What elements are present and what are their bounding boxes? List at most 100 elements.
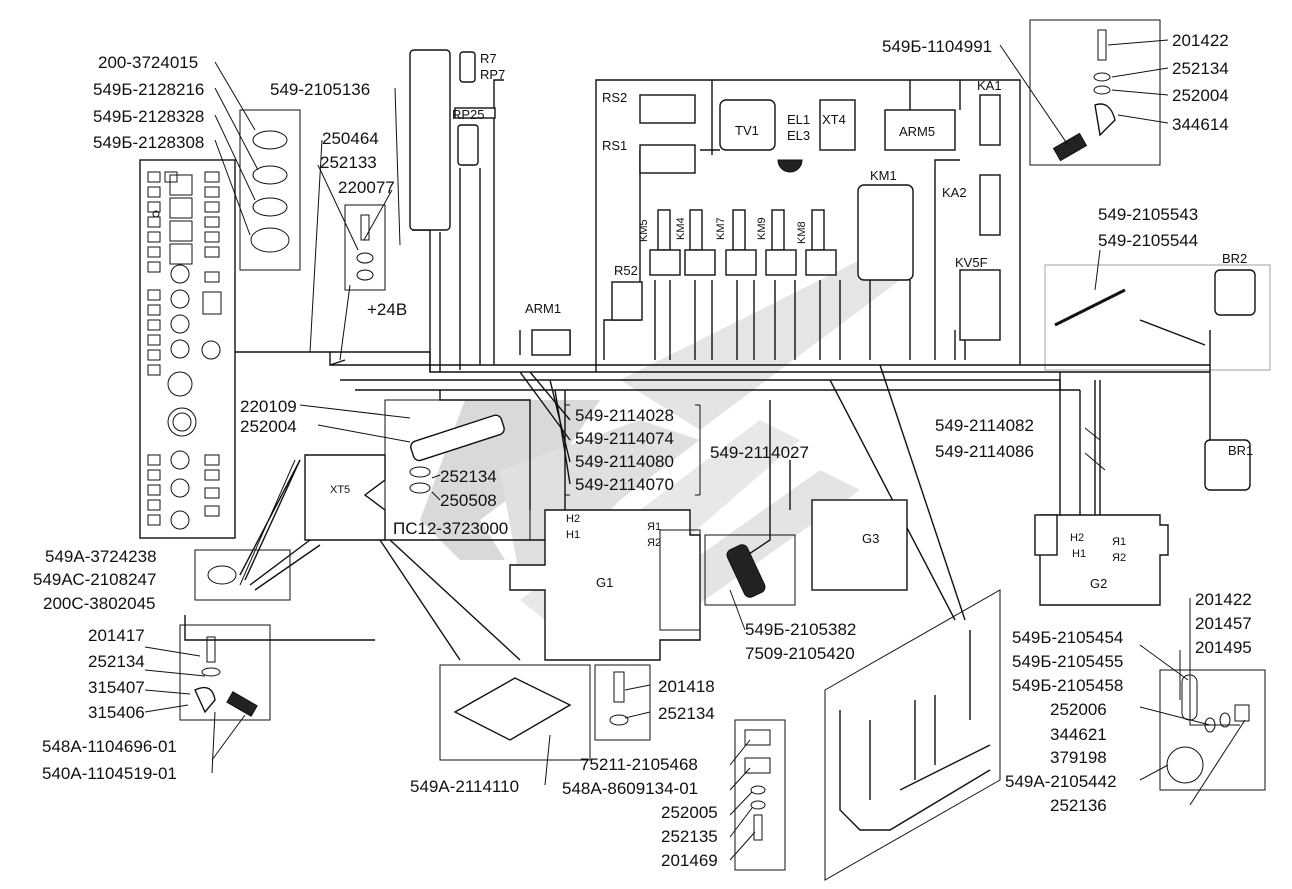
mounting-frame: [824, 589, 1001, 881]
label-g2-ya1: Я1: [1112, 536, 1126, 548]
label-g1: G1: [596, 575, 613, 590]
label-75211-2105468: 75211-2105468: [580, 755, 698, 774]
label-250464: 250464: [322, 129, 379, 148]
label-rs1: RS1: [602, 138, 627, 153]
label-br1: BR1: [1228, 443, 1253, 458]
label-201422-top: 201422: [1172, 31, 1229, 50]
label-549a-2105442: 549А-2105442: [1005, 772, 1117, 791]
label-g3: G3: [862, 531, 879, 546]
label-g1-h2: H2: [566, 513, 580, 525]
label-201418: 201418: [658, 677, 715, 696]
label-252004-right: 252004: [1172, 86, 1229, 105]
label-549-2105543: 549-2105543: [1098, 205, 1198, 224]
label-201422-bottom: 201422: [1195, 590, 1252, 609]
label-540a-1104519-01: 540А-1104519-01: [42, 764, 177, 783]
label-549-2114074: 549-2114074: [575, 429, 674, 448]
label-r52: R52: [614, 263, 638, 278]
label-252135: 252135: [661, 827, 718, 846]
label-549a-3724238: 549А-3724238: [45, 547, 157, 566]
label-220109: 220109: [240, 397, 297, 416]
label-km7: KM7: [715, 217, 727, 240]
label-252134-center: 252134: [658, 704, 715, 723]
label-252004-left: 252004: [240, 417, 297, 436]
label-km4: KM4: [675, 217, 687, 240]
label-379198: 379198: [1050, 748, 1107, 767]
label-252134-right: 252134: [1172, 59, 1229, 78]
label-201457: 201457: [1195, 614, 1252, 633]
detail-box-washer: [194, 549, 291, 601]
label-548a-1104696-01: 548А-1104696-01: [42, 737, 177, 756]
label-plus-24v: +24В: [367, 300, 407, 319]
detail-box-cover: [439, 664, 591, 761]
label-252134-clip: 252134: [88, 652, 145, 671]
label-kv5f: KV5F: [955, 255, 988, 270]
detail-box-gaskets: [239, 109, 301, 271]
label-549-2114070: 549-2114070: [575, 475, 674, 494]
label-7509-2105420: 7509-2105420: [745, 644, 855, 663]
label-xt4: XT4: [822, 112, 846, 127]
generator-g3: [811, 499, 908, 591]
label-ps12-3723000: ПС12-3723000: [393, 519, 508, 538]
sensors-br: [1054, 269, 1256, 491]
label-rp25: RP25: [452, 107, 485, 122]
label-548a-8609134-01: 548А-8609134-01: [562, 779, 698, 798]
leader-lines: [144, 39, 1246, 861]
label-549b-1104991: 549Б-1104991: [882, 37, 992, 56]
label-549a-2114110: 549А-2114110: [410, 777, 519, 796]
label-549-2114082: 549-2114082: [935, 416, 1034, 435]
label-201469: 201469: [661, 851, 718, 870]
label-arm5: ARM5: [899, 124, 935, 139]
label-el3: EL3: [787, 128, 810, 143]
label-549-2114027: 549-2114027: [710, 443, 809, 462]
labels-center: R7 RP7 RP25 ARM1 549-2114028 549-2114074…: [410, 51, 879, 870]
label-549b-2105382: 549Б-2105382: [745, 620, 856, 639]
label-el1: EL1: [787, 112, 810, 127]
label-km5: KM5: [638, 219, 650, 242]
label-344621: 344621: [1050, 725, 1107, 744]
cylinder-part: [704, 534, 796, 606]
label-g2-h2: H2: [1070, 532, 1084, 544]
label-arm1: ARM1: [525, 301, 561, 316]
label-252133: 252133: [320, 153, 377, 172]
label-250508: 250508: [440, 491, 497, 510]
label-252134-left: 252134: [440, 467, 497, 486]
label-g2-ya2: Я2: [1112, 552, 1126, 564]
label-315406: 315406: [88, 703, 145, 722]
label-200c-3802045: 200С-3802045: [43, 594, 155, 613]
label-549-2105544: 549-2105544: [1098, 231, 1198, 250]
label-g2-h1: H1: [1072, 548, 1086, 560]
label-549b-2105458: 549Б-2105458: [1012, 676, 1123, 695]
label-g1-h1: H1: [566, 529, 580, 541]
labels-left: 200-3724015 549Б-2128216 549Б-2128328 54…: [33, 53, 508, 783]
label-549ac-2108247: 549АС-2108247: [33, 570, 156, 589]
label-km9: KM9: [756, 217, 768, 240]
electric-cabinet: [531, 94, 1001, 356]
detail-box-sensor: [1044, 264, 1271, 371]
label-344614: 344614: [1172, 115, 1229, 134]
label-201495: 201495: [1195, 638, 1252, 657]
label-g1-ya1: Я1: [647, 521, 661, 533]
label-g2: G2: [1090, 576, 1107, 591]
label-km1: KM1: [870, 168, 897, 183]
label-549b-2128328: 549Б-2128328: [93, 107, 204, 126]
label-549-2114080: 549-2114080: [575, 452, 674, 471]
label-549b-2128308: 549Б-2128308: [93, 133, 204, 152]
label-br2: BR2: [1222, 251, 1247, 266]
detail-box-cable: [1159, 669, 1266, 791]
label-549-2105136: 549-2105136: [270, 80, 370, 99]
detail-box-clip: [179, 624, 271, 721]
label-rp7: RP7: [480, 67, 505, 82]
generator-g2: [1034, 514, 1169, 606]
label-315407: 315407: [88, 678, 145, 697]
label-549b-2105454: 549Б-2105454: [1012, 628, 1123, 647]
label-549b-2105455: 549Б-2105455: [1012, 652, 1123, 671]
connector-box-xt5: XT5: [304, 454, 386, 541]
detail-box-bolt: [594, 664, 651, 741]
generator-g1: [509, 509, 701, 661]
label-km8: KM8: [796, 221, 808, 244]
detail-box-bracket: [734, 719, 786, 871]
label-220077: 220077: [338, 178, 395, 197]
detail-box-clamp: [1029, 19, 1161, 166]
detail-box-fuse: [384, 399, 531, 541]
